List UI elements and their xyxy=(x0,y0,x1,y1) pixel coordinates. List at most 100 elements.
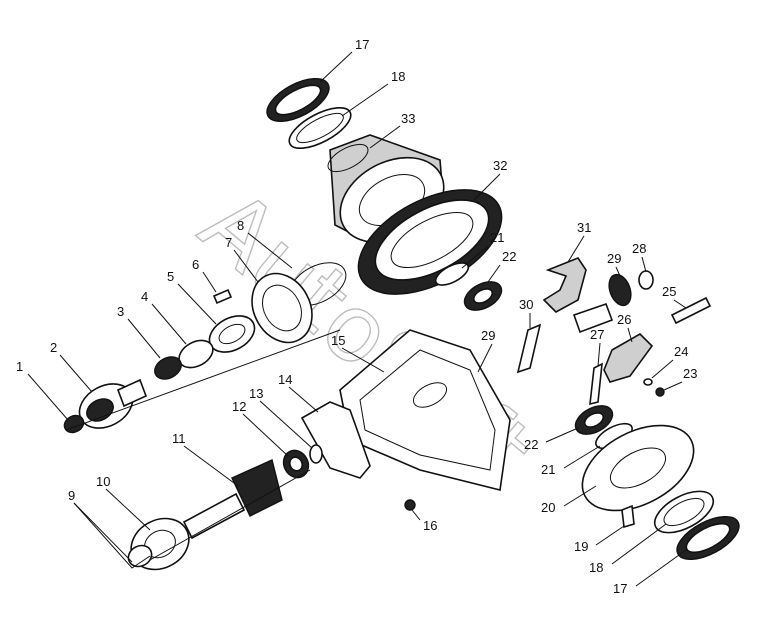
leader-23 xyxy=(663,381,683,391)
leader-26 xyxy=(627,327,633,343)
part-20-case-half xyxy=(581,424,695,512)
callout-30: 30 xyxy=(519,297,533,312)
leader-29-bottom xyxy=(477,343,493,373)
part-2-yoke-flange xyxy=(78,378,148,429)
leader-1 xyxy=(27,373,69,421)
part-29-spacer-tube xyxy=(572,302,614,334)
part-24-washer xyxy=(643,378,653,386)
callout-17-bottom: 17 xyxy=(613,581,627,596)
part-13-washer xyxy=(309,444,323,464)
part-17-top-ring-gear xyxy=(266,77,330,123)
callout-7: 7 xyxy=(225,235,232,250)
part-17-lower-ring-gear xyxy=(676,515,740,561)
leader-11 xyxy=(183,445,239,487)
leader-6 xyxy=(202,271,217,293)
callout-12: 12 xyxy=(232,399,246,414)
callout-6: 6 xyxy=(192,257,199,272)
callout-31: 31 xyxy=(577,220,591,235)
callout-1: 1 xyxy=(16,359,23,374)
leader-8 xyxy=(247,232,293,269)
leader-19 xyxy=(595,525,625,546)
leader-10 xyxy=(105,488,151,531)
leader-29-top xyxy=(615,266,621,277)
callout-9: 9 xyxy=(68,488,75,503)
part-22-lower-side-gear xyxy=(574,405,614,435)
leader-28 xyxy=(641,256,647,273)
callout-13: 13 xyxy=(249,386,263,401)
callout-33: 33 xyxy=(401,111,415,126)
leader-7 xyxy=(233,249,259,283)
callout-29-bottom: 29 xyxy=(481,328,495,343)
leader-3 xyxy=(127,318,161,359)
callout-25: 25 xyxy=(662,284,676,299)
callout-24: 24 xyxy=(674,344,688,359)
part-14-gasket xyxy=(300,401,371,479)
callout-10: 10 xyxy=(96,474,110,489)
part-6-bolt xyxy=(212,288,233,305)
callout-26: 26 xyxy=(617,312,631,327)
leader-17-bottom xyxy=(635,549,687,587)
part-19-bolt xyxy=(621,504,635,529)
part-1-nut xyxy=(63,414,85,434)
leader-22-bottom xyxy=(545,427,579,443)
callout-28: 28 xyxy=(632,241,646,256)
leader-lines xyxy=(27,51,687,587)
leader-18-top xyxy=(341,83,389,117)
parts xyxy=(63,77,740,571)
callout-3: 3 xyxy=(117,304,124,319)
leader-20 xyxy=(563,485,597,507)
callout-4: 4 xyxy=(141,289,148,304)
part-10-pinion-bearing xyxy=(130,517,190,571)
part-27-pin xyxy=(589,362,603,406)
part-11-drive-pinion xyxy=(182,459,283,540)
leader-22-top xyxy=(487,264,501,283)
callout-17-top: 17 xyxy=(355,37,369,52)
part-28-washer xyxy=(638,270,654,290)
leader-5 xyxy=(177,283,217,325)
callout-21-top: 21 xyxy=(490,230,504,245)
part-30-cross-pin xyxy=(516,323,542,374)
leader-13 xyxy=(259,400,313,449)
callout-32: 32 xyxy=(493,158,507,173)
part-9-shim xyxy=(127,544,153,568)
callout-15: 15 xyxy=(331,333,345,348)
part-7-bearing-housing xyxy=(251,272,313,344)
part-26-clip xyxy=(603,333,654,383)
leader-16 xyxy=(411,509,421,521)
leader-31 xyxy=(567,235,585,263)
callout-2: 2 xyxy=(50,340,57,355)
callout-29-top: 29 xyxy=(607,251,621,266)
leader-12 xyxy=(242,413,289,457)
leader-4 xyxy=(151,303,187,345)
leader-9b xyxy=(73,502,151,569)
part-29-upper-pinion-gear xyxy=(608,273,632,307)
callout-5: 5 xyxy=(167,269,174,284)
callout-21-bottom: 21 xyxy=(541,462,555,477)
leader-25 xyxy=(673,299,687,309)
callout-labels: 1 2 3 4 5 6 7 8 9 10 11 12 13 14 15 16 1… xyxy=(16,37,697,596)
callout-22-bottom: 22 xyxy=(524,437,538,452)
part-18-top-bearing xyxy=(288,107,352,149)
leader-27 xyxy=(597,342,601,367)
callout-22-top: 22 xyxy=(502,249,516,264)
leader-21-top xyxy=(461,245,489,269)
leader-2 xyxy=(59,354,93,393)
part-12-bearing xyxy=(282,449,310,479)
callout-19: 19 xyxy=(574,539,588,554)
leader-32 xyxy=(473,173,501,201)
callout-14: 14 xyxy=(278,372,292,387)
part-3-bearing xyxy=(154,356,182,380)
leader-15 xyxy=(341,347,385,373)
part-31-locking-clip xyxy=(542,257,587,313)
part-16-drain-plug xyxy=(404,499,416,511)
callout-18-bottom: 18 xyxy=(589,560,603,575)
leader-17-top xyxy=(319,51,353,83)
part-21-top-thrust-washer xyxy=(434,262,470,286)
leader-18-bottom xyxy=(611,523,667,565)
callout-18-top: 18 xyxy=(391,69,405,84)
callout-8: 8 xyxy=(237,218,244,233)
leader-33 xyxy=(369,125,401,149)
callout-16: 16 xyxy=(423,518,437,533)
part-23-bolt xyxy=(655,387,665,397)
